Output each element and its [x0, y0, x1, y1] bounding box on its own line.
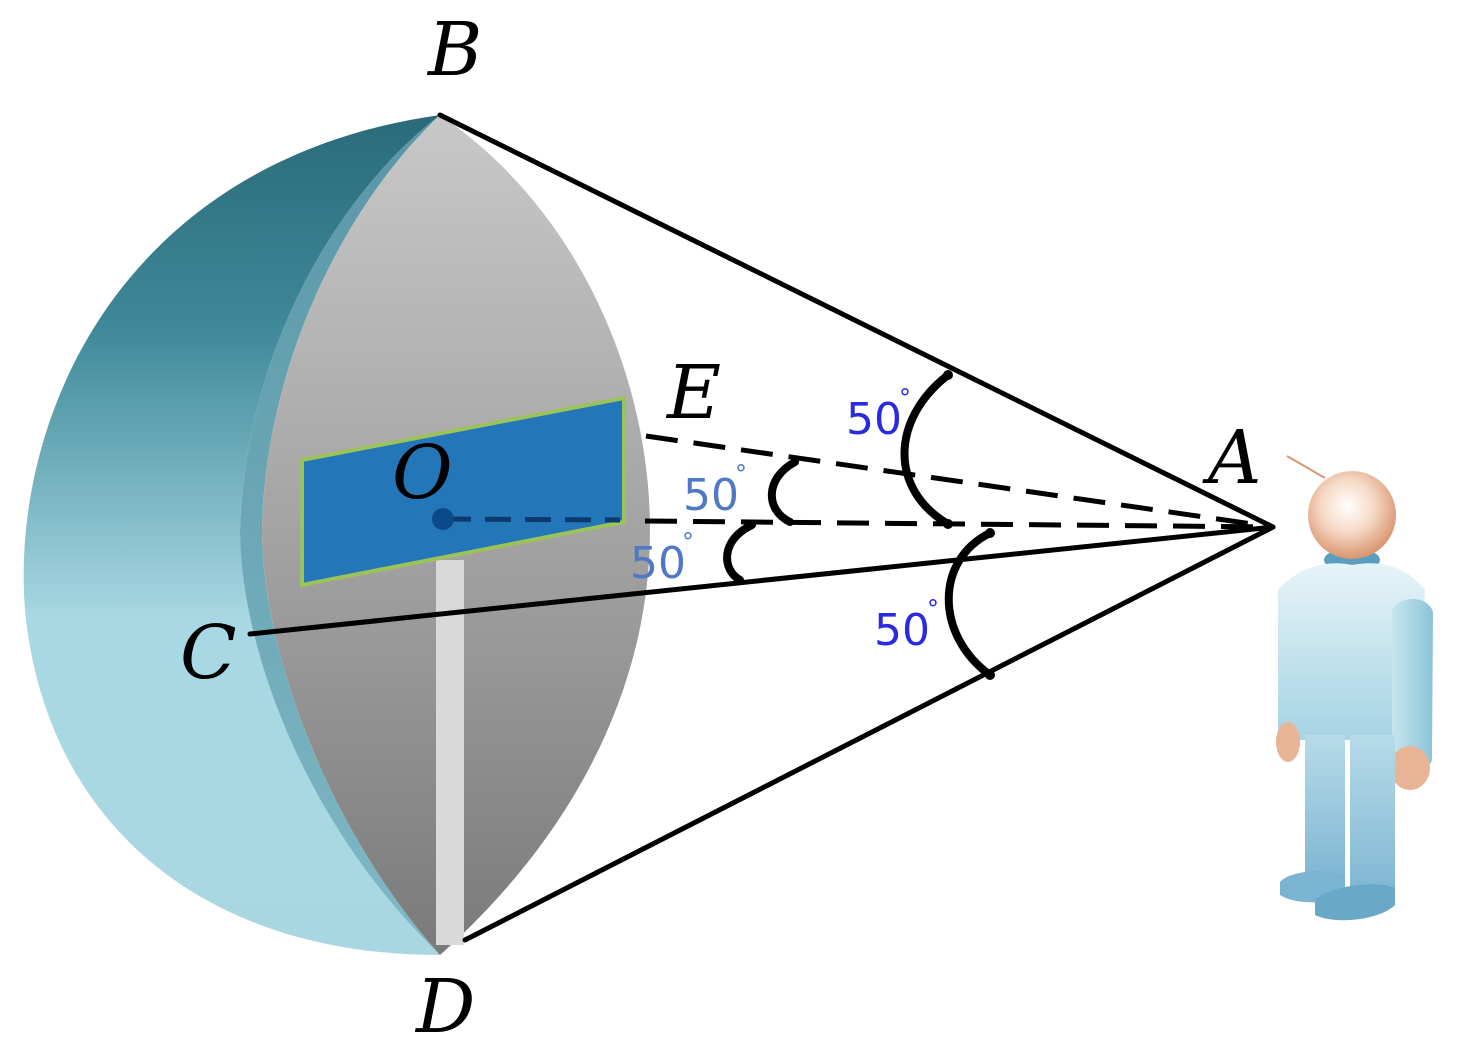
screen-panel: [300, 395, 626, 588]
arc-endpoints: [943, 370, 995, 680]
angle-value: 50: [874, 605, 930, 656]
point-label-A: A: [1202, 415, 1261, 501]
point-label-C: C: [180, 610, 237, 696]
angle-label-lower-outer: 50 °: [874, 595, 939, 656]
angle-label-upper-outer: 50 °: [846, 384, 911, 445]
line-AB: [437, 112, 1276, 530]
line-AE: [645, 433, 1274, 530]
arc-lower-inner: [723, 521, 756, 584]
line-AD: [462, 524, 1276, 943]
person-arm-right: [1392, 598, 1433, 772]
degree-symbol: °: [899, 384, 911, 412]
point-O-dot: [432, 508, 454, 530]
point-label-B: B: [426, 7, 482, 93]
person-leg-right: [1350, 735, 1395, 895]
angle-label-upper-inner: 50 °: [683, 460, 747, 521]
person-torso: [1278, 563, 1425, 740]
person-figure: [1276, 455, 1433, 921]
point-label-E: E: [665, 350, 721, 436]
arc-dot: [985, 670, 995, 680]
angle-arcs: [723, 371, 994, 679]
dome-rim: [240, 115, 440, 955]
person-foot-right: [1315, 884, 1395, 921]
screen-pole: [436, 560, 464, 945]
arc-upper-outer: [900, 371, 952, 528]
angle-label-lower-inner: 50 °: [630, 528, 694, 589]
person-hand-right: [1390, 746, 1430, 790]
arc-dot: [943, 370, 953, 380]
arc-upper-inner: [767, 458, 799, 526]
line-AO: [644, 518, 1274, 530]
degree-symbol: °: [735, 460, 747, 488]
line-O-inner: [444, 516, 621, 523]
point-label-O: O: [392, 430, 453, 516]
angle-value: 50: [630, 538, 686, 589]
dome-shell: [23, 115, 440, 955]
person-head: [1308, 471, 1396, 559]
arc-dot: [985, 528, 995, 538]
arc-dot: [943, 519, 953, 529]
line-AC: [247, 524, 1276, 637]
degree-symbol: °: [927, 595, 939, 623]
person-hand-left: [1276, 722, 1300, 762]
solid-lines: [247, 112, 1276, 943]
person-leg-left: [1305, 735, 1345, 880]
angle-value: 50: [846, 394, 902, 445]
arc-lower-outer: [944, 529, 994, 679]
degree-symbol: °: [682, 528, 694, 556]
angle-value: 50: [683, 470, 739, 521]
person-sight-tick: [1286, 455, 1326, 479]
point-label-D: D: [414, 964, 475, 1050]
